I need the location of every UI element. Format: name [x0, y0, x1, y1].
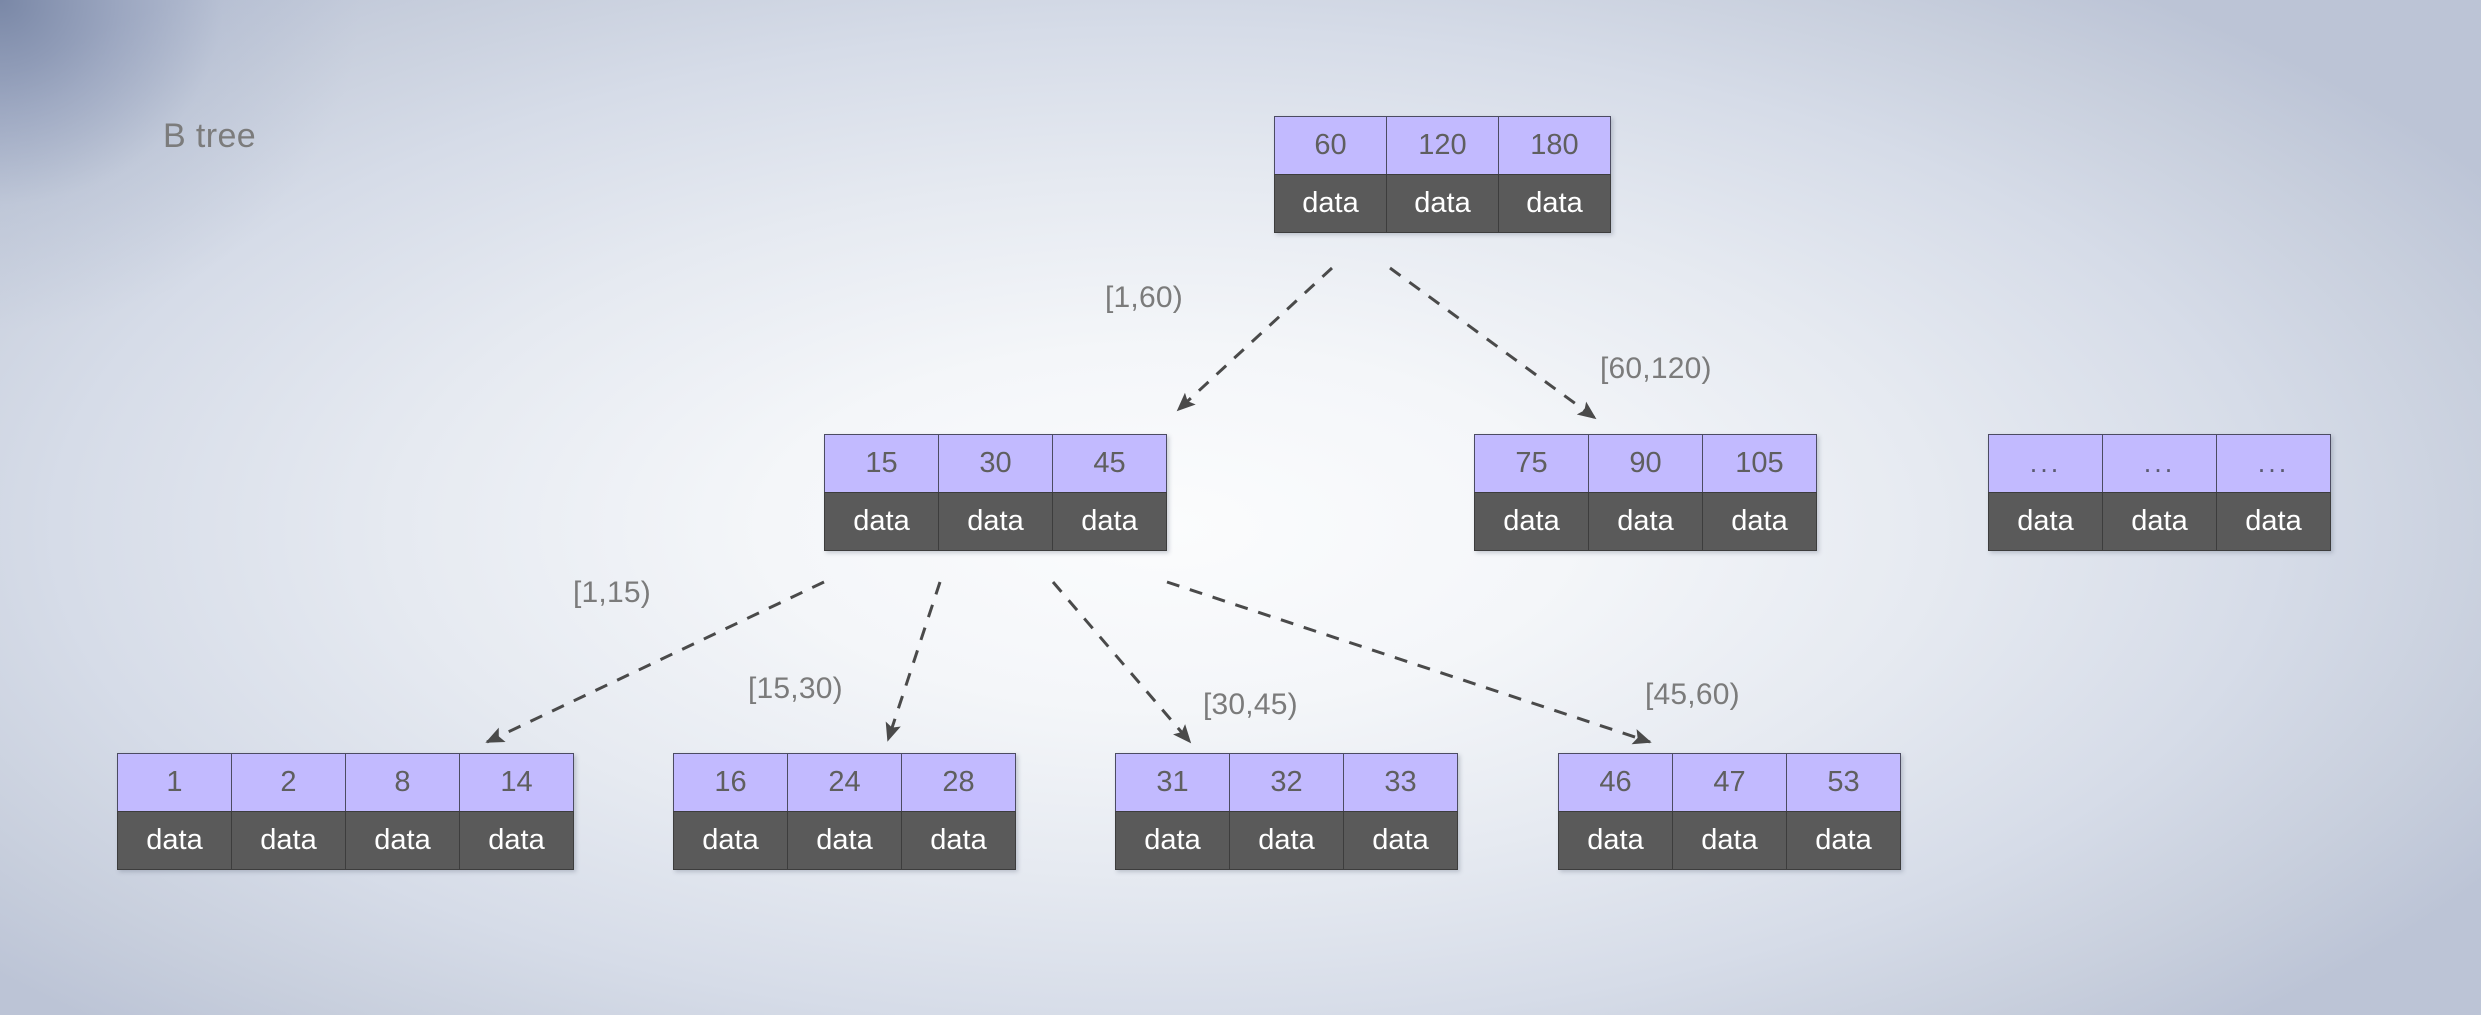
- background-corner-shading: [0, 0, 360, 330]
- key-cell[interactable]: 8: [345, 753, 460, 812]
- data-cell[interactable]: data: [1229, 811, 1344, 870]
- data-cell[interactable]: data: [2216, 492, 2331, 551]
- key-cell[interactable]: 14: [459, 753, 574, 812]
- data-cell[interactable]: data: [1498, 174, 1611, 233]
- edge-internal-left-to-leaf-1: [485, 580, 825, 744]
- data-cell[interactable]: data: [459, 811, 574, 870]
- key-cell[interactable]: 60: [1274, 116, 1387, 175]
- key-cell[interactable]: 28: [901, 753, 1016, 812]
- key-cell[interactable]: 2: [231, 753, 346, 812]
- key-cell[interactable]: 24: [787, 753, 902, 812]
- key-cell[interactable]: 180: [1498, 116, 1611, 175]
- key-cell[interactable]: 90: [1588, 434, 1703, 493]
- data-cell[interactable]: data: [673, 811, 788, 870]
- key-cell[interactable]: 75: [1474, 434, 1589, 493]
- data-cell[interactable]: data: [345, 811, 460, 870]
- page-title: B tree: [163, 117, 257, 155]
- edge-internal-left-to-leaf-2: [885, 581, 942, 742]
- key-cell[interactable]: 33: [1343, 753, 1458, 812]
- data-cell[interactable]: data: [1786, 811, 1901, 870]
- data-cell[interactable]: data: [1588, 492, 1703, 551]
- key-cell[interactable]: 47: [1672, 753, 1787, 812]
- key-cell[interactable]: ...: [2216, 434, 2331, 493]
- key-cell[interactable]: 1: [117, 753, 232, 812]
- edge-root-to-internal-right: [1389, 266, 1597, 420]
- data-cell[interactable]: data: [824, 492, 939, 551]
- data-cell[interactable]: data: [1702, 492, 1817, 551]
- key-cell[interactable]: 15: [824, 434, 939, 493]
- data-cell[interactable]: data: [2102, 492, 2217, 551]
- data-cell[interactable]: data: [231, 811, 346, 870]
- data-cell[interactable]: data: [1386, 174, 1499, 233]
- edge-root-to-internal-left: [1176, 266, 1334, 412]
- data-cell[interactable]: data: [787, 811, 902, 870]
- data-cell[interactable]: data: [1988, 492, 2103, 551]
- key-cell[interactable]: ...: [2102, 434, 2217, 493]
- edge-internal-left-to-leaf-4-label: [45,60): [1645, 678, 1740, 711]
- data-cell[interactable]: data: [1343, 811, 1458, 870]
- data-cell[interactable]: data: [1274, 174, 1387, 233]
- key-cell[interactable]: 53: [1786, 753, 1901, 812]
- data-cell[interactable]: data: [1115, 811, 1230, 870]
- data-cell[interactable]: data: [938, 492, 1053, 551]
- key-cell[interactable]: 30: [938, 434, 1053, 493]
- key-cell[interactable]: ...: [1988, 434, 2103, 493]
- key-cell[interactable]: 31: [1115, 753, 1230, 812]
- data-cell[interactable]: data: [1672, 811, 1787, 870]
- edge-internal-left-to-leaf-2-label: [15,30): [748, 672, 843, 705]
- edge-internal-left-to-leaf-1-label: [1,15): [573, 576, 651, 609]
- edge-internal-left-to-leaf-3: [1051, 581, 1192, 744]
- key-cell[interactable]: 120: [1386, 116, 1499, 175]
- key-cell[interactable]: 46: [1558, 753, 1673, 812]
- key-cell[interactable]: 32: [1229, 753, 1344, 812]
- data-cell[interactable]: data: [1052, 492, 1167, 551]
- data-cell[interactable]: data: [1474, 492, 1589, 551]
- key-cell[interactable]: 45: [1052, 434, 1167, 493]
- data-cell[interactable]: data: [901, 811, 1016, 870]
- edge-root-to-internal-right-label: [60,120): [1600, 352, 1712, 385]
- key-row: .........: [1988, 434, 2331, 493]
- key-cell[interactable]: 16: [673, 753, 788, 812]
- edge-root-to-internal-left-label: [1,60): [1105, 281, 1183, 314]
- edge-internal-left-to-leaf-3-label: [30,45): [1203, 688, 1298, 721]
- key-cell[interactable]: 105: [1702, 434, 1817, 493]
- data-cell[interactable]: data: [117, 811, 232, 870]
- data-cell[interactable]: data: [1558, 811, 1673, 870]
